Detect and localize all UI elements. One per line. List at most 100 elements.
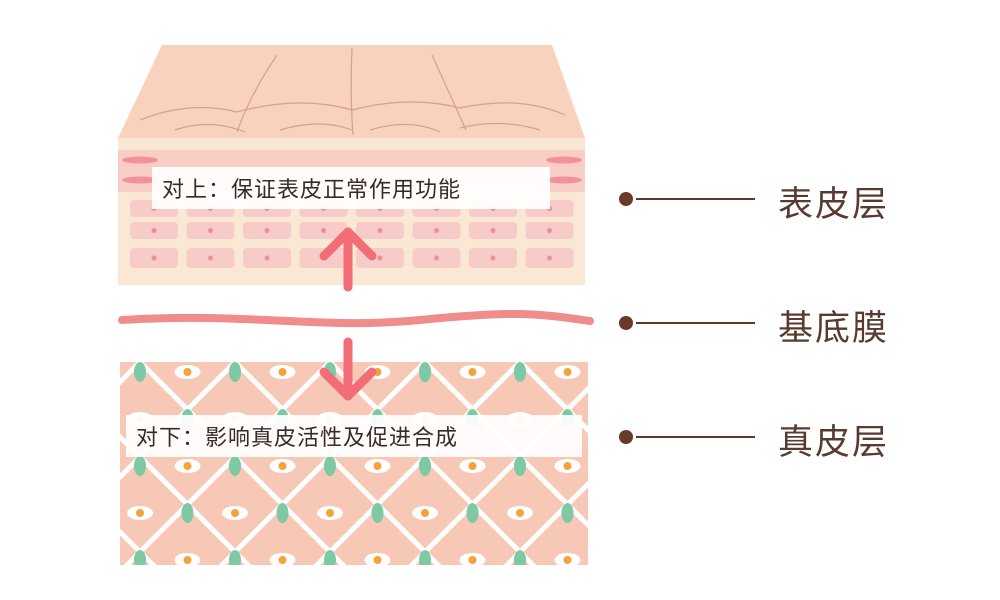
cell-nucleus xyxy=(151,255,157,261)
fibroblast-cell xyxy=(80,553,106,567)
collagen-fiber xyxy=(0,172,65,572)
fibroblast-node xyxy=(134,362,146,382)
fibroblast-node xyxy=(466,503,479,523)
basement-membrane xyxy=(118,309,594,328)
fibroblast-cell xyxy=(80,365,106,379)
collagen-fiber xyxy=(995,172,1000,572)
fibroblast-nucleus xyxy=(278,462,287,470)
collagen-fiber xyxy=(975,172,1000,572)
fibroblast-nucleus xyxy=(516,509,524,517)
fibroblast-nucleus xyxy=(326,509,334,517)
spindle-cell xyxy=(122,176,158,184)
spindle-cell xyxy=(546,176,582,184)
fibroblast-cell xyxy=(602,506,628,520)
cell-nucleus xyxy=(377,228,383,233)
cell-nucleus xyxy=(321,228,326,233)
fibroblast-node xyxy=(561,503,574,523)
surface-creases xyxy=(139,47,566,136)
fibroblast-nucleus xyxy=(89,556,97,564)
fibroblast-cell xyxy=(602,412,628,426)
fibroblast-nucleus xyxy=(231,509,239,517)
dermis-caption: 对下：影响真皮活性及促进合成 xyxy=(126,415,582,457)
collagen-fiber xyxy=(880,172,1000,572)
cell-nucleus xyxy=(547,255,552,261)
fibroblast-nucleus xyxy=(373,462,382,470)
collagen-fiber xyxy=(710,172,1000,572)
fibroblast-node xyxy=(324,550,336,565)
fibroblast-nucleus xyxy=(563,462,572,470)
fibroblast-cell xyxy=(80,459,106,473)
fibroblast-nucleus xyxy=(278,556,287,564)
fibroblast-node xyxy=(609,362,621,382)
fibroblast-node xyxy=(134,456,146,476)
legend-label-epidermis: 表皮层 xyxy=(778,185,890,225)
fibroblast-nucleus xyxy=(278,368,287,376)
fibroblast-nucleus xyxy=(183,368,192,376)
legend-label-dermis: 真皮层 xyxy=(778,423,890,463)
cell-nucleus xyxy=(490,255,496,261)
cell-nucleus xyxy=(434,255,439,261)
fibroblast-node xyxy=(514,362,526,382)
pointer-dot-epidermis xyxy=(619,192,633,206)
fibroblast-node xyxy=(419,550,431,565)
collagen-fiber xyxy=(615,172,1000,572)
fibroblast-nucleus xyxy=(611,415,619,423)
fibroblast-node xyxy=(609,456,621,476)
fibroblast-nucleus xyxy=(421,509,429,517)
arrow-up xyxy=(319,227,377,292)
cell-nucleus xyxy=(208,228,213,233)
fibroblast-node xyxy=(87,409,99,429)
collagen-fiber xyxy=(785,172,1000,572)
fibroblast-nucleus xyxy=(89,368,97,376)
cell-nucleus xyxy=(264,255,270,261)
fibroblast-node xyxy=(134,550,146,565)
cell-nucleus xyxy=(434,228,439,233)
fibroblast-node xyxy=(229,550,241,565)
fibroblast-node xyxy=(181,503,194,523)
cell-nucleus xyxy=(490,228,496,233)
fibroblast-nucleus xyxy=(563,556,572,564)
collagen-fiber xyxy=(0,172,45,572)
fibroblast-nucleus xyxy=(183,462,192,470)
collagen-fiber xyxy=(595,172,995,572)
collagen-fiber xyxy=(690,172,1000,572)
cell-nucleus xyxy=(208,255,213,261)
fibroblast-nucleus xyxy=(89,462,97,470)
legend-label-membrane: 基底膜 xyxy=(778,309,890,349)
collagen-fiber xyxy=(120,362,239,481)
fibroblast-node xyxy=(419,456,431,476)
fibroblast-nucleus xyxy=(468,556,477,564)
epidermis-caption: 对上：保证表皮正常作用功能 xyxy=(152,167,550,209)
collagen-fiber xyxy=(805,172,1000,572)
fibroblast-node xyxy=(276,503,289,523)
spindle-cell xyxy=(122,156,158,164)
spindle-cell xyxy=(546,156,582,164)
fibroblast-nucleus xyxy=(563,368,572,376)
collagen-fiber xyxy=(120,362,144,386)
fibroblast-node xyxy=(371,503,384,523)
fibroblast-node xyxy=(229,362,241,382)
pointer-dot-membrane xyxy=(619,316,633,330)
legend-pointers xyxy=(619,192,755,444)
fibroblast-node xyxy=(419,362,431,382)
fibroblast-nucleus xyxy=(373,556,382,564)
fibroblast-node xyxy=(514,550,526,565)
fibroblast-nucleus xyxy=(136,509,144,517)
fibroblast-nucleus xyxy=(468,462,477,470)
cell-nucleus xyxy=(547,228,552,233)
fibroblast-node xyxy=(324,456,336,476)
fibroblast-nucleus xyxy=(183,556,192,564)
cell-nucleus xyxy=(264,228,270,233)
fibroblast-node xyxy=(87,503,99,523)
fibroblast-nucleus xyxy=(468,368,477,376)
collagen-fiber xyxy=(900,172,1000,572)
fibroblast-node xyxy=(609,550,621,570)
collagen-fiber xyxy=(516,362,588,434)
arrow-down xyxy=(319,337,377,401)
fibroblast-node xyxy=(514,456,526,476)
cell-nucleus xyxy=(151,228,157,233)
pointer-dot-dermis xyxy=(619,430,633,444)
fibroblast-nucleus xyxy=(611,509,619,517)
cell-nucleus xyxy=(377,255,383,261)
